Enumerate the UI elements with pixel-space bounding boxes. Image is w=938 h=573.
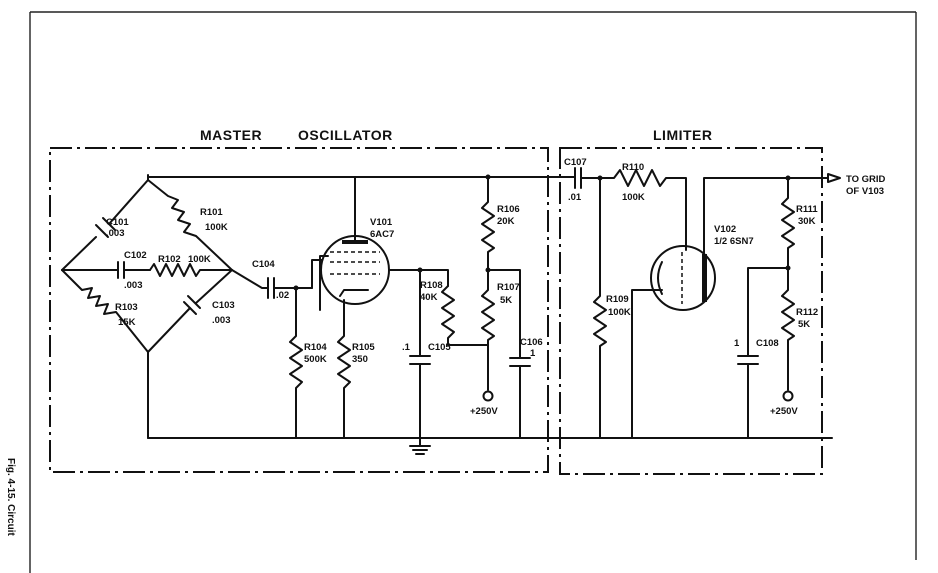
limiter-title: LIMITER (653, 127, 713, 143)
r110-resistor (599, 169, 687, 251)
output-arrow (789, 173, 841, 183)
r101-value: 100K (205, 222, 228, 233)
r109-value: 100K (608, 307, 631, 318)
c105-label: C105 (428, 342, 451, 353)
v102-label: V102 (714, 224, 736, 235)
r111-value: 30K (798, 216, 816, 227)
oscillator-title: OSCILLATOR (298, 127, 393, 143)
r110-value: 100K (622, 192, 645, 203)
r109-resistor (593, 175, 607, 439)
r101-label: R101 (200, 207, 223, 218)
c104-capacitor (231, 269, 313, 299)
v102-tube (631, 177, 791, 439)
r102-value: 100K (188, 254, 211, 265)
c106-label: C106 (520, 337, 543, 348)
v101-label: V101 (370, 217, 393, 228)
c108-label: C108 (756, 338, 779, 349)
r106-label: R106 (497, 204, 520, 215)
r106-value: 20K (497, 216, 515, 227)
figure-caption: Fig. 4-15. Circuit (5, 458, 16, 536)
r107-label: R107 (497, 282, 520, 293)
r112-label: R112 (796, 307, 818, 318)
r105-value: 350 (352, 354, 368, 365)
v101-tube (311, 176, 449, 321)
r106-r107-divider (481, 174, 521, 402)
r105-resistor (337, 319, 351, 439)
master-title: MASTER (200, 127, 262, 143)
r104-label: R104 (304, 342, 327, 353)
r112-value: 5K (798, 319, 810, 330)
c102-value: .003 (124, 280, 143, 291)
b-plus-label-1: +250V (470, 406, 498, 417)
c101-label: C101 (106, 217, 129, 228)
c106-capacitor (509, 357, 531, 439)
c101-value: .003 (106, 228, 125, 239)
r103-value: 15K (118, 317, 136, 328)
c107-label: C107 (564, 157, 587, 168)
r104-resistor (289, 285, 303, 439)
r111-label: R111 (796, 204, 818, 215)
page-border (29, 11, 917, 573)
bridge-network (61, 174, 233, 439)
c108-capacitor (737, 355, 759, 439)
r108-label: R108 (420, 280, 443, 291)
r102-label: R102 (158, 254, 181, 265)
r103-label: R103 (115, 302, 138, 313)
limiter-box (559, 147, 823, 475)
r109-label: R109 (606, 294, 629, 305)
c105-value: .1 (402, 342, 411, 353)
r111-r112-divider (747, 175, 795, 402)
output-label-line2: OF V103 (846, 186, 884, 197)
b-plus-label-2: +250V (770, 406, 798, 417)
c107-value: .01 (568, 192, 582, 203)
c106-value: 1 (530, 348, 536, 359)
r108-value: 40K (420, 292, 438, 303)
c108-value: 1 (734, 338, 740, 349)
c103-label: C103 (212, 300, 235, 311)
c102-label: C102 (124, 250, 147, 261)
r108-resistor (441, 285, 489, 346)
r104-value: 500K (304, 354, 327, 365)
v101-type: 6AC7 (370, 229, 394, 240)
r105-label: R105 (352, 342, 375, 353)
c104-label: C104 (252, 259, 275, 270)
v102-type: 1/2 6SN7 (714, 236, 754, 247)
master-oscillator-box (49, 147, 549, 473)
c107-capacitor (574, 167, 601, 189)
ground-symbol (409, 437, 431, 455)
c105-capacitor (409, 267, 431, 439)
c104-value: .02 (276, 290, 289, 301)
r110-label: R110 (622, 162, 644, 173)
c103-value: .003 (212, 315, 231, 326)
r107-value: 5K (500, 295, 512, 306)
output-label-line1: TO GRID (846, 174, 886, 185)
